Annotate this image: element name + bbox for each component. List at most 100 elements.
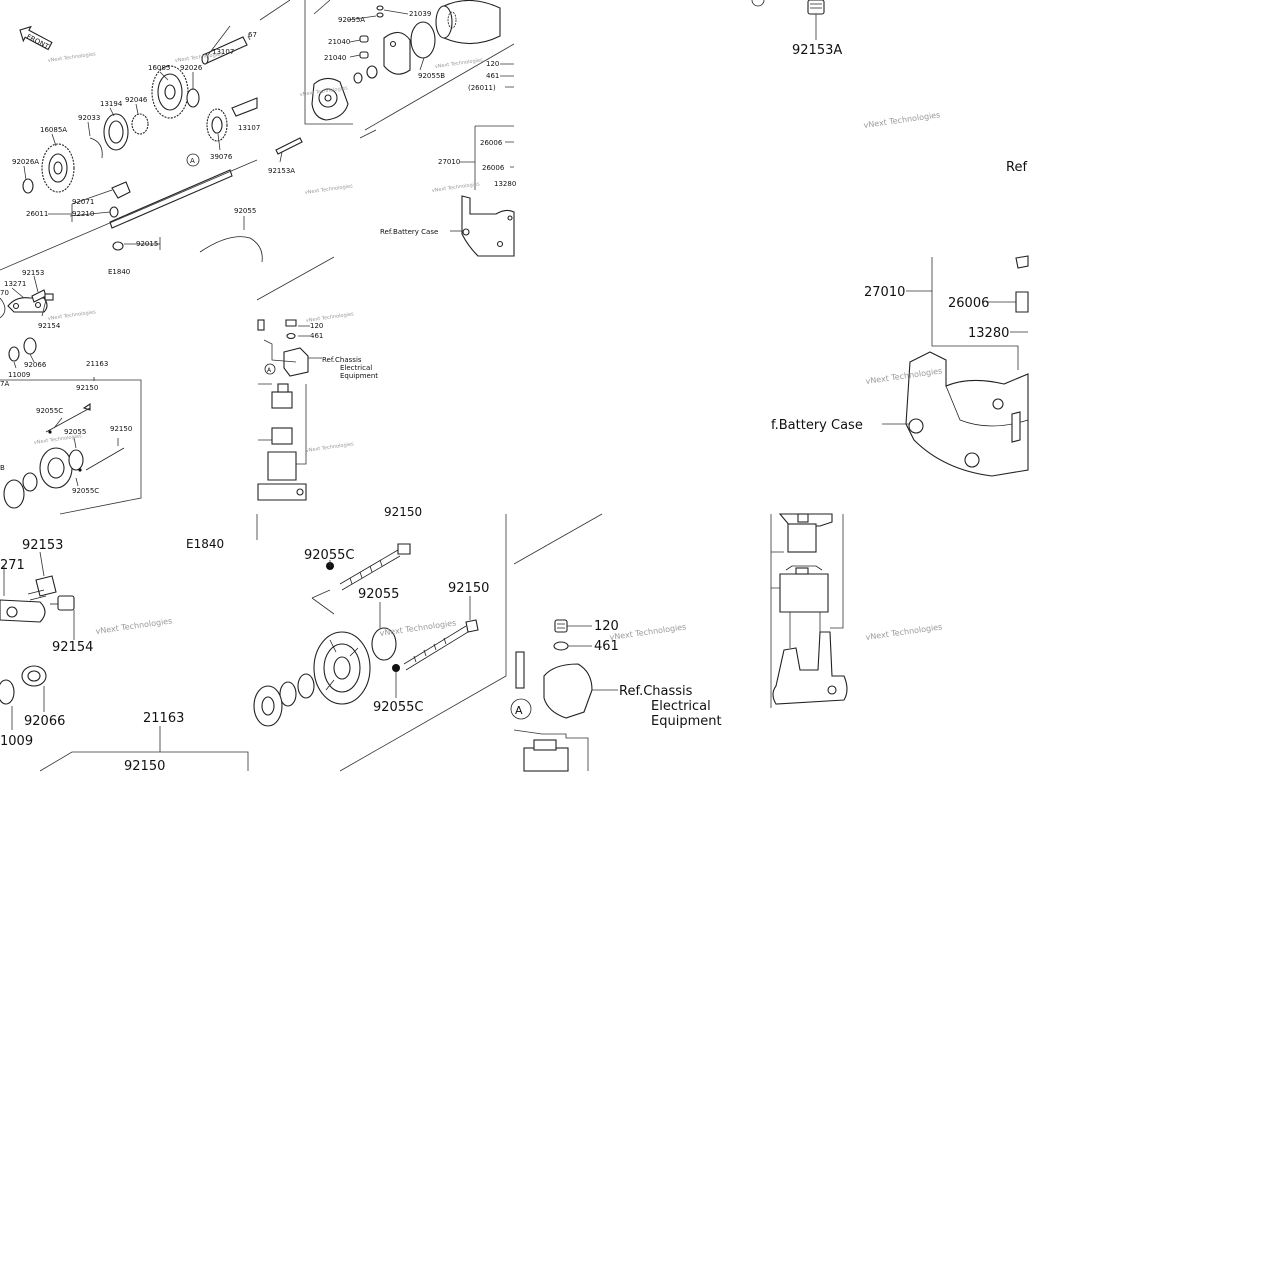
washer-zoom-b: [279, 681, 297, 707]
label-13194: 13194: [100, 100, 123, 108]
seal-92055c-a: [48, 430, 52, 434]
label-92055c-zoom-b: 92055C: [373, 700, 423, 715]
oring-92055-assy: [68, 449, 84, 471]
label-92153: 92153: [22, 269, 44, 277]
bolt-92153a-zoom: [807, 0, 825, 40]
bolt-92150-zoom-a: [339, 543, 411, 591]
relay-body-zoom: [523, 739, 569, 772]
bolt-92153a: [275, 137, 303, 155]
callout-circle-partial: [751, 0, 765, 7]
tile-starter-motor: 92055A 21039 21040 21040 92055B 120 461 …: [259, 0, 516, 257]
label-21163: 21163: [86, 360, 108, 368]
bolt-92150-head: [82, 402, 91, 411]
washer-zoom-a: [297, 673, 315, 699]
label-ref-partial: Ref: [1006, 160, 1027, 175]
label-b: B: [0, 464, 5, 472]
bolt-92154: [44, 293, 54, 301]
watermark: vNext Technologies: [434, 57, 483, 70]
label-271-zoom: 271: [0, 558, 25, 573]
label-ref-chassis-zoom: Ref.Chassis: [619, 684, 693, 699]
label-92150-zoom: 92150: [124, 759, 165, 774]
label-92154: 92154: [38, 322, 61, 330]
callout-a-circle: [186, 153, 200, 167]
nut-92015: [112, 241, 124, 251]
callout-a-zoom-circle: [510, 698, 532, 720]
washer-b: [366, 65, 378, 79]
callout-a-small-circle: [264, 363, 276, 375]
label-92153a: 92153A: [268, 167, 295, 175]
tile-relay-zoom: A 120 461 Ref.Chassis Electrical Equipme…: [510, 513, 722, 772]
label-92150-zoom-b: 92150: [448, 581, 489, 596]
battery-case-small: [461, 195, 515, 257]
washer-461-small: [286, 332, 296, 340]
label-27010-large: 27010: [864, 285, 905, 300]
relay-cover-zoom: [543, 663, 593, 719]
label-92055c-zoom-a: 92055C: [304, 548, 354, 563]
watermark: vNext Technologies: [305, 311, 354, 324]
label-461: 461: [486, 72, 499, 80]
washer-461-zoom: [553, 641, 569, 651]
label-67: 67: [248, 31, 257, 39]
label-92055c-a: 92055C: [36, 407, 63, 415]
label-26006-a: 26006: [480, 139, 503, 147]
label-equipment-small: Equipment: [340, 372, 378, 380]
washer-assy: [22, 472, 38, 492]
label-92154-zoom: 92154: [52, 640, 93, 655]
bolt-92150-zoom-b: [403, 619, 479, 671]
watermark: vNext Technologies: [431, 181, 480, 194]
bolt-92154-zoom: [50, 595, 75, 611]
label-92026: 92026: [180, 64, 203, 72]
label-26006-b: 26006: [482, 164, 505, 172]
label-26011-ref: (26011): [468, 84, 496, 92]
relay-top-zoom: [778, 513, 833, 553]
label-11009: 11009: [8, 371, 30, 379]
label-ref-battery-case: Ref.Battery Case: [380, 228, 438, 236]
label-16085: 16085: [148, 64, 170, 72]
label-92066: 92066: [24, 361, 47, 369]
label-92150-b: 92150: [110, 425, 132, 433]
tile-gear-train: FRONT: [0, 25, 263, 276]
fuse-26006: [1015, 291, 1029, 313]
label-13271: 13271: [4, 280, 26, 288]
shaft-13107: [201, 36, 248, 65]
label-27010: 27010: [438, 158, 460, 166]
tile-relay-housing-zoom: vNext Technologies: [770, 513, 943, 708]
bracket-13271: [7, 297, 48, 313]
gear-39076: [206, 108, 228, 142]
bolt-left-small: [257, 319, 265, 331]
label-26006-large: 26006: [948, 296, 989, 311]
label-92066-zoom: 92066: [24, 714, 65, 729]
label-equipment-zoom: Equipment: [651, 714, 722, 729]
fuse-partial: [1015, 255, 1029, 269]
label-92026a: 92026A: [12, 158, 39, 166]
label-92150-a: 92150: [76, 384, 98, 392]
watermark: vNext Technologies: [305, 441, 354, 454]
label-21040-a: 21040: [328, 38, 350, 46]
bolt-92150-shaft-a: [45, 407, 91, 433]
bolt-left-zoom: [515, 651, 525, 689]
label-13280-large: 13280: [968, 326, 1009, 341]
bolt-120-zoom: [554, 619, 568, 633]
watermark: vNext Technologies: [47, 309, 96, 322]
gear-16085: [151, 65, 189, 119]
label-92055-zoom: 92055: [358, 587, 399, 602]
label-461-zoom: 461: [594, 639, 619, 654]
oring-92055: [199, 236, 263, 263]
watermark: vNext Technologies: [609, 622, 687, 642]
gear-16085a: [41, 143, 75, 193]
oring-11009: [8, 346, 20, 362]
label-electrical-zoom: Electrical: [651, 699, 711, 714]
label-1009-zoom: 1009: [0, 734, 33, 749]
brush-21040-a: [359, 35, 369, 43]
tile-starter-zoom: 92153 271 E1840 92154 92066 1009 21163 9…: [0, 537, 249, 774]
label-92055: 92055: [234, 207, 256, 215]
bolt-92153-zoom: [27, 575, 57, 601]
label-26011: 26011: [26, 210, 48, 218]
label-21163-zoom: 21163: [143, 711, 184, 726]
elbow-92071: [111, 181, 131, 199]
bolt-92210: [109, 206, 119, 218]
watermark: vNext Technologies: [304, 183, 353, 196]
label-16085a: 16085A: [40, 126, 67, 134]
watermark: vNext Technologies: [47, 51, 96, 64]
